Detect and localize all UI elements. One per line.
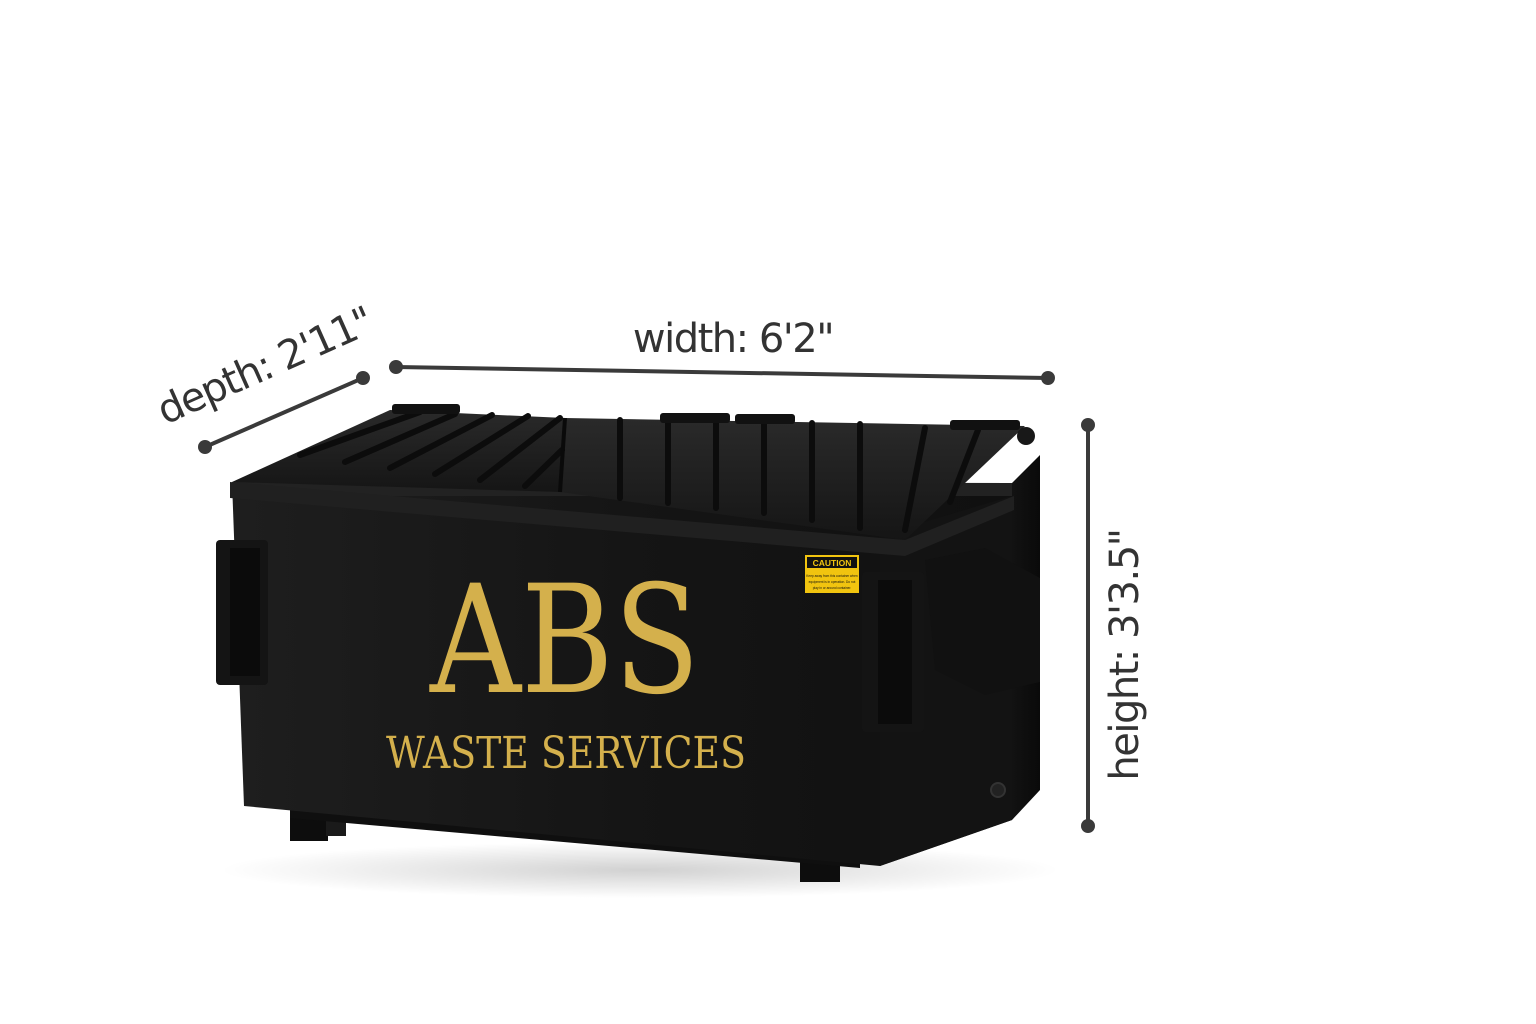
- hinge-4: [950, 420, 1020, 430]
- hinge-pin: [1017, 427, 1035, 445]
- height-end-a: [1081, 418, 1095, 432]
- lid-front-edge: [230, 482, 1014, 556]
- ground-shadow: [220, 842, 1060, 898]
- depth-end-b: [356, 371, 370, 385]
- width-end-a: [389, 360, 403, 374]
- hinge-1: [392, 404, 460, 414]
- lid-seam: [558, 417, 567, 493]
- brand-sub: WASTE SERVICES: [386, 728, 746, 779]
- caution-text-2: equipment is in operation. Do not: [809, 580, 856, 584]
- caution-label-header: [807, 557, 857, 568]
- brand-main: ABS: [429, 554, 700, 728]
- caution-text-3: play in or around container.: [813, 586, 852, 590]
- right-fork-pocket-inner: [878, 580, 912, 724]
- lid-ribs: [297, 409, 981, 533]
- height-label: height: 3'3.5": [1102, 529, 1148, 780]
- width-line: [395, 365, 1049, 380]
- width-label: width: 6'2": [633, 316, 833, 362]
- depth-end-a: [198, 440, 212, 454]
- caution-text-1: Keep away from this container when: [806, 574, 858, 578]
- dumpster: CAUTION Keep away from this container wh…: [216, 404, 1040, 882]
- caution-title: CAUTION: [813, 558, 852, 568]
- caution-label: CAUTION Keep away from this container wh…: [805, 555, 859, 593]
- height-dimension: height: 3'3.5": [1081, 418, 1148, 833]
- right-side-bracket: [925, 548, 1040, 695]
- left-fork-pocket-inner: [230, 548, 260, 676]
- height-end-b: [1081, 819, 1095, 833]
- drain-plug: [990, 782, 1006, 798]
- depth-line: [204, 376, 364, 449]
- depth-label: depth: 2'11": [150, 298, 379, 434]
- hinge-3: [735, 414, 795, 424]
- width-end-b: [1041, 371, 1055, 385]
- hinge-2: [660, 413, 730, 423]
- width-dimension: width: 6'2": [389, 316, 1055, 385]
- lid-left: [232, 410, 565, 492]
